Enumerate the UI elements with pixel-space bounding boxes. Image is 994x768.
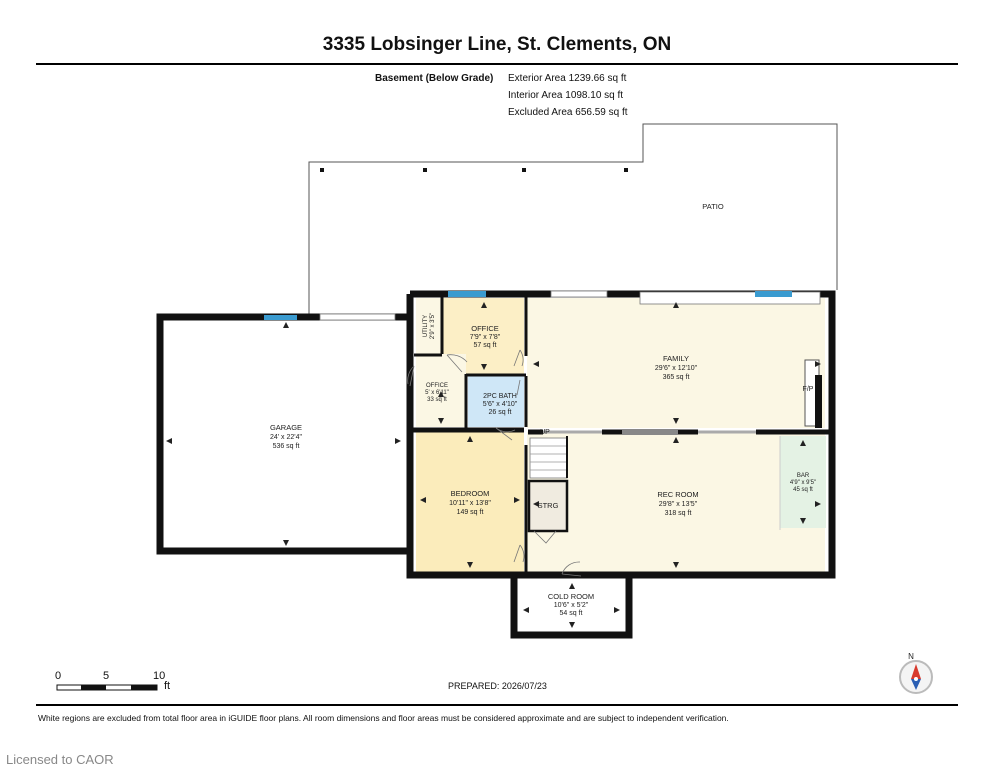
bar-area: 45 sq ft <box>793 487 813 493</box>
title-rule <box>36 63 958 65</box>
family-window <box>755 291 792 297</box>
door-swing <box>446 354 468 373</box>
rec-dims: 29'8" x 13'5" <box>659 501 698 508</box>
rec-label: REC ROOM <box>657 490 698 499</box>
family-slider-opening <box>639 291 821 305</box>
bedroom-floor <box>416 432 524 572</box>
cold-room-area: 54 sq ft <box>560 610 583 617</box>
utility-dims: 2'9" x 3'5" <box>430 313 436 339</box>
cold-room-wall <box>510 575 633 639</box>
family-floor <box>527 298 825 428</box>
bar-floor <box>780 436 826 528</box>
family-area: 365 sq ft <box>663 374 690 381</box>
bar-dims: 4'9" x 9'5" <box>790 480 816 486</box>
scale-tick-0: 0 <box>55 670 62 682</box>
cold-room-dims: 10'6" x 5'2" <box>554 602 589 609</box>
disclaimer: White regions are excluded from total fl… <box>38 713 729 723</box>
rec-floor <box>527 432 825 572</box>
scale-unit: ft <box>164 680 171 692</box>
beam <box>622 429 678 435</box>
office-main-dims: 7'9" x 7'8" <box>470 334 501 341</box>
door-swing <box>561 561 582 577</box>
garage-area: 536 sq ft <box>273 443 300 450</box>
rec-area: 318 sq ft <box>665 510 692 517</box>
staircase <box>529 437 568 479</box>
garage-floor <box>162 320 405 548</box>
bath-floor <box>468 376 524 427</box>
patio-outline <box>308 123 838 317</box>
license-watermark: Licensed to CAOR <box>6 752 114 767</box>
office-main-label: OFFICE <box>471 324 499 333</box>
bedroom-dims: 10'11" x 13'8" <box>449 500 491 507</box>
bath-dims: 5'6" x 4'10" <box>483 401 518 408</box>
compass-icon <box>899 660 933 694</box>
prepared-date: PREPARED: 2026/07/23 <box>448 681 547 691</box>
storage-closet <box>527 479 569 533</box>
page-title: 3335 Lobsinger Line, St. Clements, ON <box>322 34 672 55</box>
compass-label: N <box>908 652 914 661</box>
scale-tick-5: 5 <box>103 670 110 682</box>
scale-bar <box>56 684 158 691</box>
cold-room-label: COLD ROOM <box>548 592 594 601</box>
office-window <box>448 291 486 297</box>
storage-label: STRG <box>538 501 559 510</box>
level-name: Basement (Below Grade) <box>375 73 494 84</box>
utility-floor <box>416 298 441 354</box>
fireplace-wall <box>815 375 822 428</box>
door-swing <box>495 427 516 441</box>
door-swing <box>533 530 557 544</box>
office-small-dims: 5' x 6'11" <box>425 390 449 396</box>
interior-area: Interior Area 1098.10 sq ft <box>508 90 624 101</box>
footer-rule <box>36 704 958 706</box>
office-main-area: 57 sq ft <box>474 342 497 349</box>
bedroom-label: BEDROOM <box>451 489 490 498</box>
excluded-area: Excluded Area 656.59 sq ft <box>508 107 628 118</box>
stairs-up-label: UP <box>540 429 550 436</box>
family-dims: 29'6" x 12'10" <box>655 365 698 372</box>
bath-area: 26 sq ft <box>489 409 512 416</box>
garage-window <box>264 315 297 320</box>
bedroom-area: 149 sq ft <box>457 509 484 516</box>
door-swing <box>513 349 524 367</box>
patio-label: PATIO <box>702 202 724 211</box>
office-small-floor <box>416 354 466 427</box>
door-swing <box>407 365 415 387</box>
patio-post <box>423 168 427 172</box>
garage-dims: 24' x 22'4" <box>270 434 303 441</box>
patio-post <box>320 168 324 172</box>
patio-post <box>522 168 526 172</box>
family-door-opening <box>550 290 608 298</box>
utility-label: UTILITY <box>423 315 429 337</box>
garage-label: GARAGE <box>270 423 302 432</box>
dimension-ticks <box>166 302 821 628</box>
bath-label: 2PC BATH <box>483 393 517 400</box>
patio-post <box>624 168 628 172</box>
exterior-area: Exterior Area 1239.66 sq ft <box>508 73 627 84</box>
scale-tick-10: 10 <box>153 670 166 682</box>
family-label: FAMILY <box>663 354 689 363</box>
bar-label: BAR <box>797 473 810 479</box>
door-swing <box>513 544 525 563</box>
garage-door-opening <box>319 313 396 321</box>
area-summary: Exterior Area 1239.66 sq ft Interior Are… <box>508 70 628 121</box>
office-small-area: 33 sq ft <box>427 397 447 403</box>
door-swing <box>516 379 521 396</box>
office-small-label: OFFICE <box>426 383 448 389</box>
fireplace-label: F/P <box>803 386 814 393</box>
